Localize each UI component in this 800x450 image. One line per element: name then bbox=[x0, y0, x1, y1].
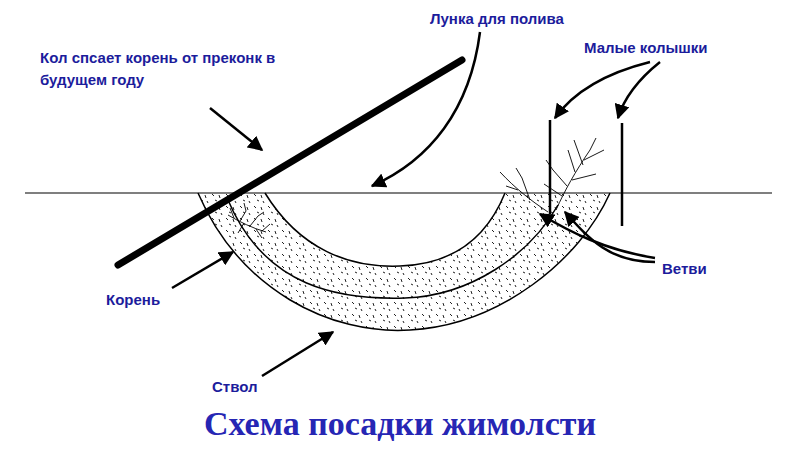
part-label: Ствол bbox=[212, 376, 258, 398]
branches-drawing bbox=[500, 138, 604, 212]
part-label: Малые колышки bbox=[584, 37, 708, 59]
stem-line bbox=[228, 200, 558, 298]
leader-lines bbox=[172, 32, 660, 376]
part-label: Корень bbox=[106, 289, 160, 311]
part-label: Ветви bbox=[662, 258, 707, 280]
ground-line bbox=[25, 192, 772, 193]
diagram-title: Схема посадки жимолсти bbox=[204, 404, 596, 444]
pit-outline bbox=[198, 193, 610, 330]
root-drawing bbox=[228, 203, 270, 238]
hole-outline bbox=[265, 193, 505, 266]
small-stake bbox=[549, 120, 552, 214]
small-stake bbox=[621, 123, 624, 226]
part-label: Кол спсает корень от преконк в будущем г… bbox=[40, 47, 280, 91]
part-label: Лунка для полива bbox=[430, 8, 564, 30]
soil-fill bbox=[198, 193, 610, 330]
